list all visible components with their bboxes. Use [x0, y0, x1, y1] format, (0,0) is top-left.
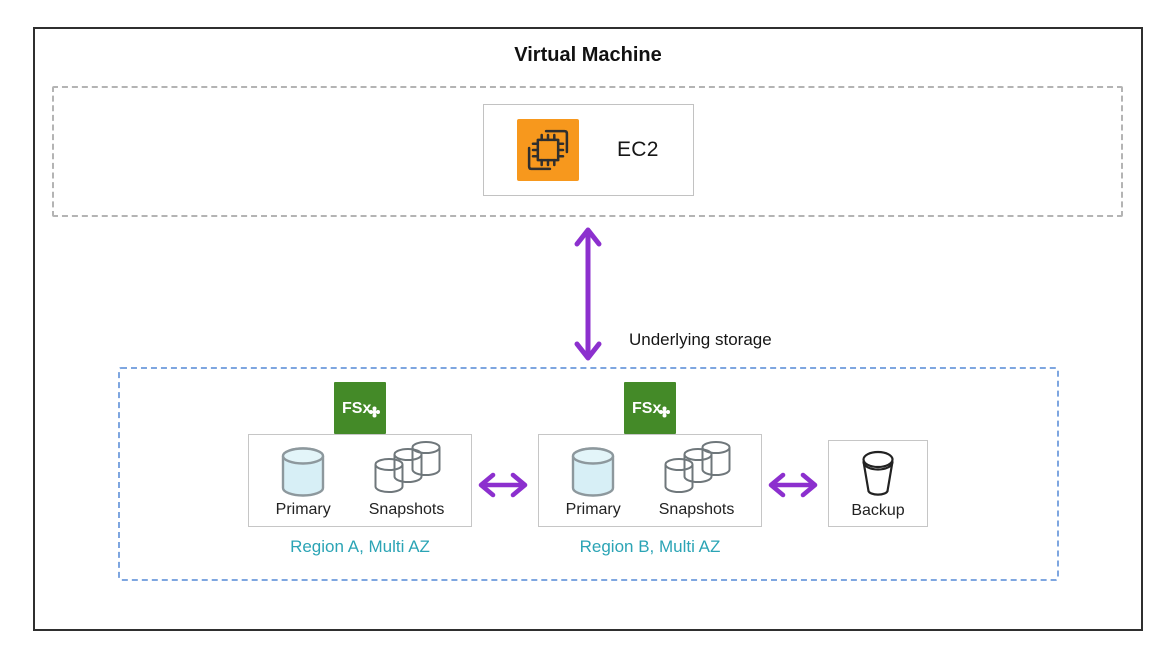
primary-db-icon: [571, 447, 615, 497]
region-a-primary: Primary: [276, 446, 331, 519]
underlying-storage-label: Underlying storage: [629, 330, 772, 349]
fsx-icon: FSx: [624, 382, 676, 434]
snapshots-label: Snapshots: [368, 501, 445, 518]
region-b-primary: Primary: [566, 446, 621, 519]
ec2-chip-glyph: [527, 129, 569, 171]
region-b-snapshots: Snapshots: [658, 439, 735, 519]
snapshots-icon: [374, 441, 441, 493]
fsx-badge-label: FSx: [342, 400, 371, 417]
region-b-card: Primary Snapshots: [538, 434, 762, 527]
snapshots-label: Snapshots: [658, 501, 735, 518]
ec2-card: EC2: [483, 104, 694, 196]
backup-sync-arrow-icon: [767, 472, 819, 498]
region-sync-arrow-icon: [477, 472, 529, 498]
snapshots-icon: [664, 441, 731, 493]
backup-bucket-icon: [862, 450, 894, 496]
diagram-title: Virtual Machine: [514, 44, 662, 66]
fsx-badge-label: FSx: [632, 400, 661, 417]
ec2-label: EC2: [617, 138, 659, 161]
region-b-caption: Region B, Multi AZ: [579, 537, 721, 556]
fsx-badge-glyph: [659, 406, 670, 418]
region-a-card: Primary Snapshots: [248, 434, 472, 527]
primary-label: Primary: [275, 501, 331, 518]
backup-card: Backup: [828, 440, 928, 527]
vm-storage-arrow-icon: [572, 226, 604, 362]
backup-label: Backup: [851, 502, 905, 519]
fsx-badge-glyph: [369, 406, 380, 418]
ec2-icon: [517, 119, 579, 181]
region-a-caption: Region A, Multi AZ: [290, 537, 430, 556]
fsx-icon: FSx: [334, 382, 386, 434]
primary-db-icon: [281, 447, 325, 497]
region-a-snapshots: Snapshots: [368, 439, 445, 519]
primary-label: Primary: [565, 501, 621, 518]
